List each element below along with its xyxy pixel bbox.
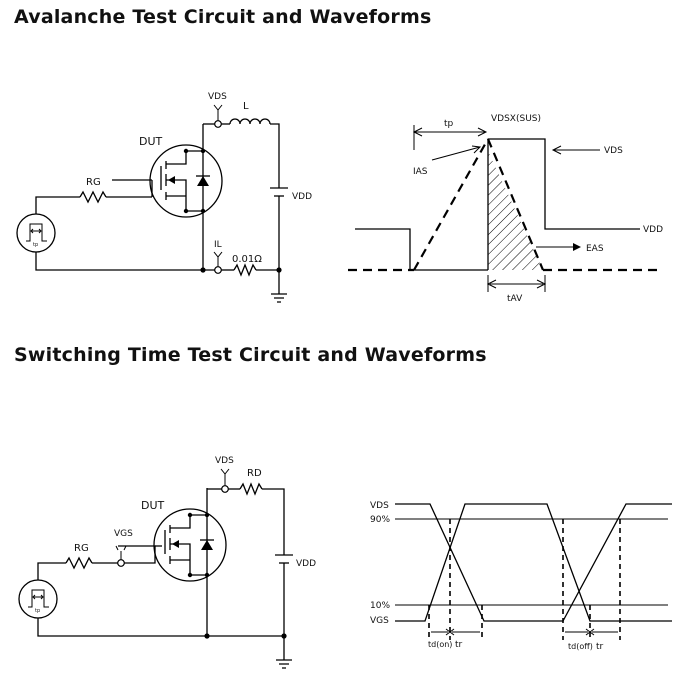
avalanche-vds-label-wave: VDS [604,146,623,156]
avalanche-shunt-label: 0.01Ω [232,254,262,265]
switching-vdd-label: VDD [296,559,316,569]
avalanche-dut-mosfet: DUT [112,124,223,270]
switching-vgs-label: VGS [114,529,133,539]
avalanche-vds-label: VDS [208,92,227,102]
avalanche-dut-label: DUT [139,135,163,148]
avalanche-vdd-source: VDD [270,187,312,270]
avalanche-waveform: tp VDSX(SUS) VDS IAS VDD EAS tAV [348,114,663,304]
switching-vgs-level-label: VGS [370,616,389,626]
avalanche-tp-label: tp [444,119,454,129]
switching-vds-level-label: VDS [370,501,389,511]
switching-section-title: Switching Time Test Circuit and Waveform… [14,344,487,366]
avalanche-circuit: tp RG DUT VDS [16,92,312,303]
avalanche-ground-icon [271,270,287,303]
avalanche-rg-label: RG [86,177,101,188]
avalanche-vdsx-label: VDSX(SUS) [491,114,541,124]
switching-rg-label: RG [74,543,89,554]
switching-waveform: VDS 90% 10% VGS td(on) tr td(off) tr [370,501,672,652]
avalanche-vdd-label: VDD [292,192,312,202]
switching-tdon-label: td(on) [428,640,452,649]
avalanche-vdd-label-wave: VDD [643,225,663,235]
switching-90-label: 90% [370,515,390,525]
switching-rg-resistor [65,556,93,570]
switching-vdd-source: VDD [275,554,316,636]
avalanche-inductor [229,118,271,125]
avalanche-rg-resistor [79,190,107,204]
avalanche-pulse-label: tp [33,242,38,248]
switching-tr-label: tr [455,640,463,650]
avalanche-eas-label: EAS [586,244,604,254]
switching-tdoff-label: td(off) [568,642,593,651]
avalanche-ias-label: IAS [413,167,428,177]
avalanche-inductor-label: L [243,101,249,112]
avalanche-section-title: Avalanche Test Circuit and Waveforms [14,6,432,28]
switching-ground-icon [276,636,292,669]
switching-rd-resistor [239,482,263,496]
switching-vds-label: VDS [215,456,234,466]
switching-pulse-generator: tp [18,579,58,619]
avalanche-il-label: IL [214,240,222,250]
switching-dut-mosfet: DUT [141,488,227,636]
switching-circuit: tp RG VGS DUT VDS [18,456,316,669]
switching-10-label: 10% [370,601,390,611]
switching-pulse-label: tp [35,608,40,614]
switching-rd-label: RD [247,468,262,479]
avalanche-tav-label: tAV [507,294,523,304]
avalanche-pulse-generator: tp [16,213,56,253]
switching-dut-label: DUT [141,499,165,512]
switching-tf-label: tr [596,642,604,652]
avalanche-shunt-resistor [233,263,257,277]
